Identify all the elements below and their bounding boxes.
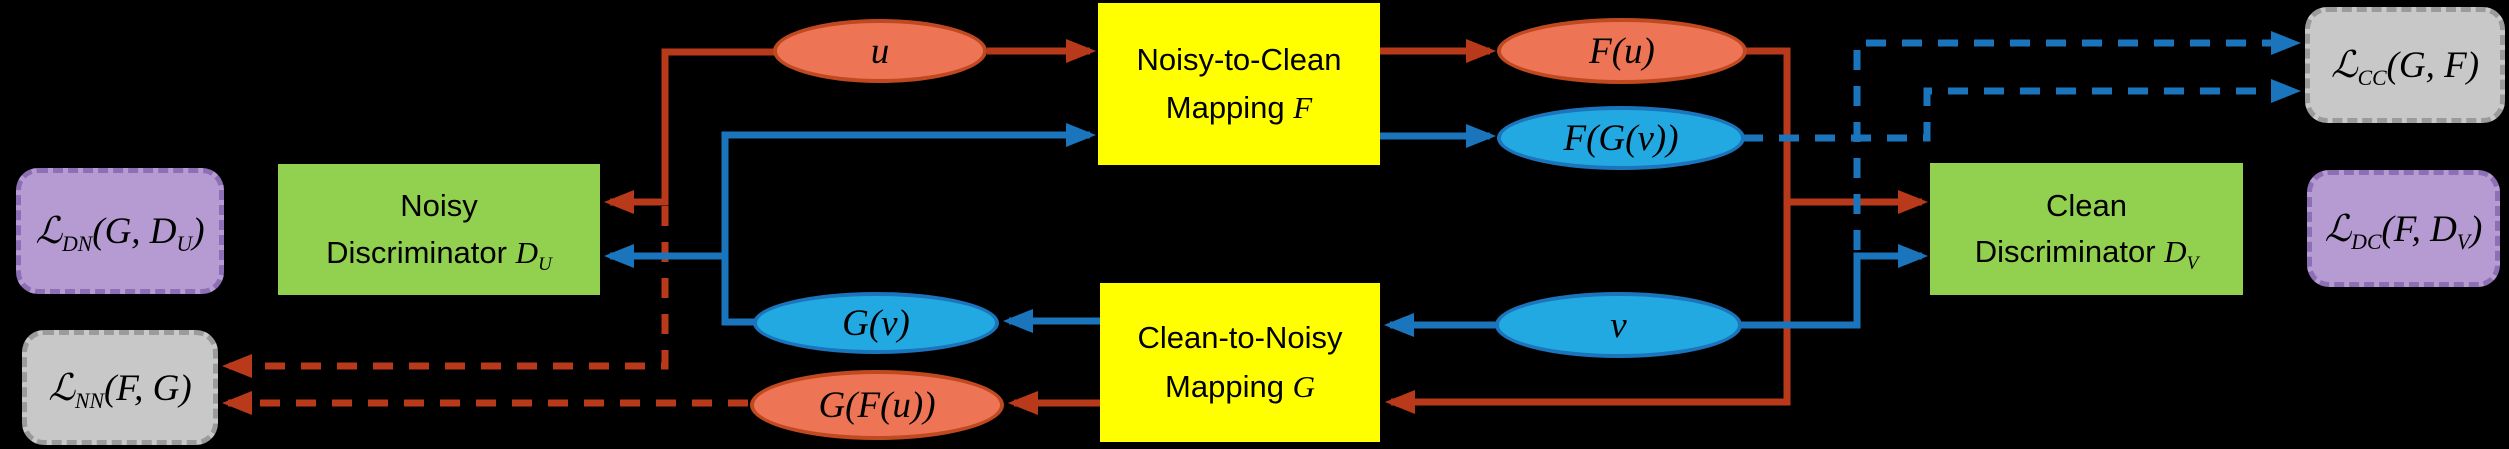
loss-nn-label: ℒNN(F, G): [48, 367, 192, 413]
loss-cc-label: ℒCC(G, F): [2330, 45, 2480, 90]
loss-cc-box: ℒCC(G, F): [2305, 7, 2505, 123]
clean-discriminator-line1: Clean: [2046, 187, 2127, 223]
ellipse-gv-label: G(v): [842, 302, 910, 344]
noisy-discriminator-line1: Noisy: [400, 188, 478, 223]
loss-dc-box: ℒDC(F, DV): [2307, 170, 2500, 287]
ellipse-v: v: [1495, 292, 1742, 358]
ellipse-u: u: [773, 19, 987, 83]
arrow-v-to-clean-discriminator: [1740, 244, 1928, 329]
ellipse-fgv-label: F(G(v)): [1563, 117, 1679, 159]
loss-dn-label: ℒDN(G, DU): [35, 211, 205, 256]
clean-discriminator-box: Clean Discriminator DV: [1930, 163, 2243, 295]
ellipse-fu: F(u): [1497, 18, 1747, 84]
mapping-f-line2: Mapping F: [1165, 90, 1313, 125]
arrow-fgv-to-loss-cc-dashed: [1743, 79, 2301, 142]
ellipse-gfu: G(F(u)): [750, 370, 1004, 440]
loss-nn-box: ℒNN(F, G): [22, 330, 218, 445]
arrow-gv-to-mapping-f: [721, 123, 1096, 326]
ellipse-u-label: u: [870, 30, 890, 72]
clean-discriminator-line2: Discriminator DV: [1974, 234, 2199, 275]
noisy-discriminator-line2: Discriminator DU: [326, 234, 552, 275]
mapping-g-box: Clean-to-Noisy Mapping G: [1100, 283, 1380, 442]
mapping-f-box: Noisy-to-Clean Mapping F: [1098, 3, 1380, 165]
loss-dc-label: ℒDC(F, DV): [2324, 208, 2483, 254]
noisy-discriminator-box: Noisy Discriminator DU: [278, 164, 600, 295]
mapping-g-line2: Mapping G: [1165, 368, 1315, 404]
arrow-u-to-noisy-discriminator: [604, 48, 775, 214]
mapping-g-line1: Clean-to-Noisy: [1137, 320, 1343, 356]
ellipse-v-label: v: [1610, 304, 1627, 346]
ellipse-fgv: F(G(v)): [1497, 106, 1745, 170]
ellipse-gv: G(v): [753, 292, 999, 354]
loss-dn-box: ℒDN(G, DU): [16, 168, 224, 294]
mapping-f-line1: Noisy-to-Clean: [1136, 41, 1342, 77]
ellipse-gfu-label: G(F(u)): [818, 384, 936, 426]
ellipse-fu-label: F(u): [1589, 30, 1655, 72]
arrow-fu-to-mapping-g: [1385, 47, 1791, 414]
